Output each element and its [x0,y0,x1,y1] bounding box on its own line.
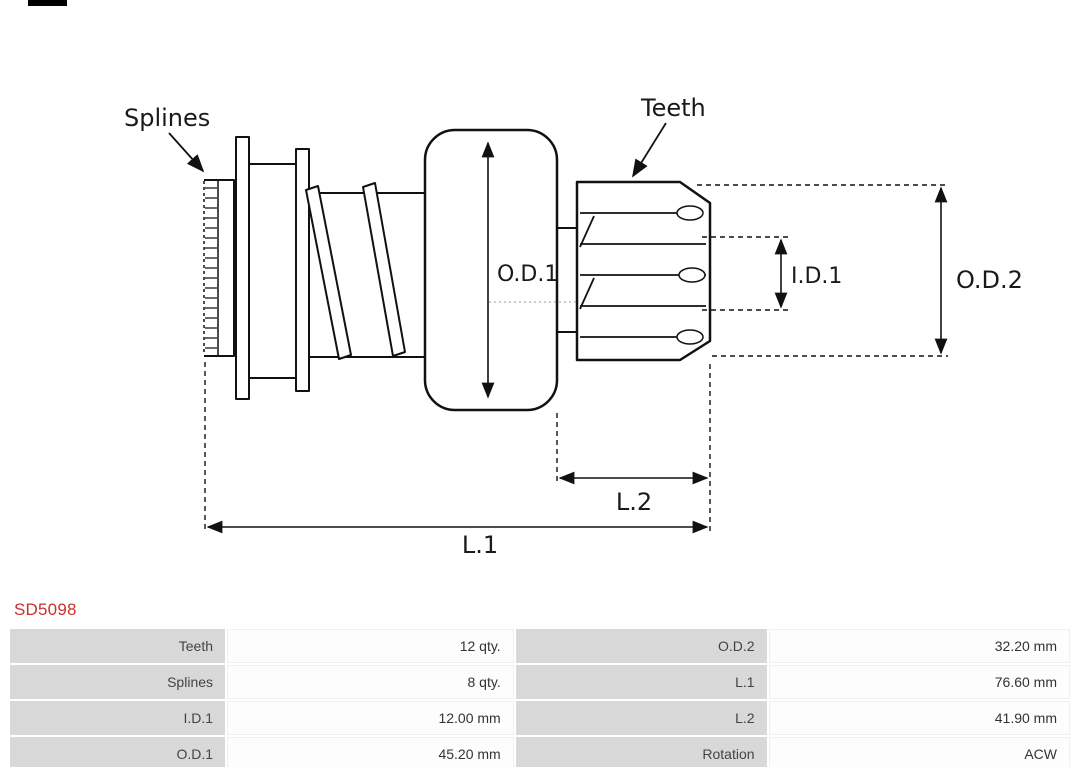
table-row: I.D.1 12.00 mm L.2 41.90 mm [10,701,1070,735]
splines-leader-arrow [168,132,205,173]
spec-table: Teeth 12 qty. O.D.2 32.20 mm Splines 8 q… [8,627,1072,767]
leader-arrows [168,122,667,178]
spec-value-id1: 12.00 mm [227,701,514,735]
part-number: SD5098 [14,600,77,619]
splined-shaft [203,179,235,357]
table-row: Splines 8 qty. L.1 76.60 mm [10,665,1070,699]
od2-label: O.D.2 [956,266,1023,294]
spec-value-l1: 76.60 mm [768,665,1070,699]
splines-label: Splines [124,104,210,132]
l2-label: L.2 [616,488,652,516]
spec-label-id1: I.D.1 [10,701,226,735]
table-row: Teeth 12 qty. O.D.2 32.20 mm [10,629,1070,663]
dim-id1 [702,236,788,311]
neck [557,227,577,333]
spec-label-od1: O.D.1 [10,737,226,767]
spec-label-teeth: Teeth [10,629,226,663]
diagram-svg: Splines Teeth O.D.1 I.D.1 O.D.2 L.2 L.1 [124,94,1023,559]
diagram-labels: Splines Teeth O.D.1 I.D.1 O.D.2 L.2 L.1 [124,94,1023,559]
spec-value-od1: 45.20 mm [227,737,514,767]
spec-label-od2: O.D.2 [515,629,767,663]
spec-label-splines: Splines [10,665,226,699]
id1-label: I.D.1 [791,264,842,289]
spec-value-rotation: ACW [768,737,1070,767]
spec-value-l2: 41.90 mm [768,701,1070,735]
table-row: O.D.1 45.20 mm Rotation ACW [10,737,1070,767]
part-outline [203,128,712,412]
teeth-leader-arrow [632,122,667,178]
dim-od2 [697,184,948,357]
dimensions [168,122,948,534]
teeth-label: Teeth [640,94,706,122]
pinion-gear [575,180,712,362]
starter-drive-diagram: Splines Teeth O.D.1 I.D.1 O.D.2 L.2 L.1 [124,94,1023,559]
spec-label-l2: L.2 [515,701,767,735]
spec-value-splines: 8 qty. [227,665,514,699]
gear-teeth-ends [676,205,706,345]
l1-label: L.1 [462,531,498,559]
spec-label-rotation: Rotation [515,737,767,767]
flange-collar [235,136,310,400]
spring-bars [305,182,406,360]
dim-l2 [556,364,711,532]
od1-label: O.D.1 [497,262,558,287]
spec-label-l1: L.1 [515,665,767,699]
spec-value-od2: 32.20 mm [768,629,1070,663]
brand-mark [28,0,67,6]
dim-l1 [204,362,709,534]
spec-value-teeth: 12 qty. [227,629,514,663]
dim-od1 [481,141,576,399]
